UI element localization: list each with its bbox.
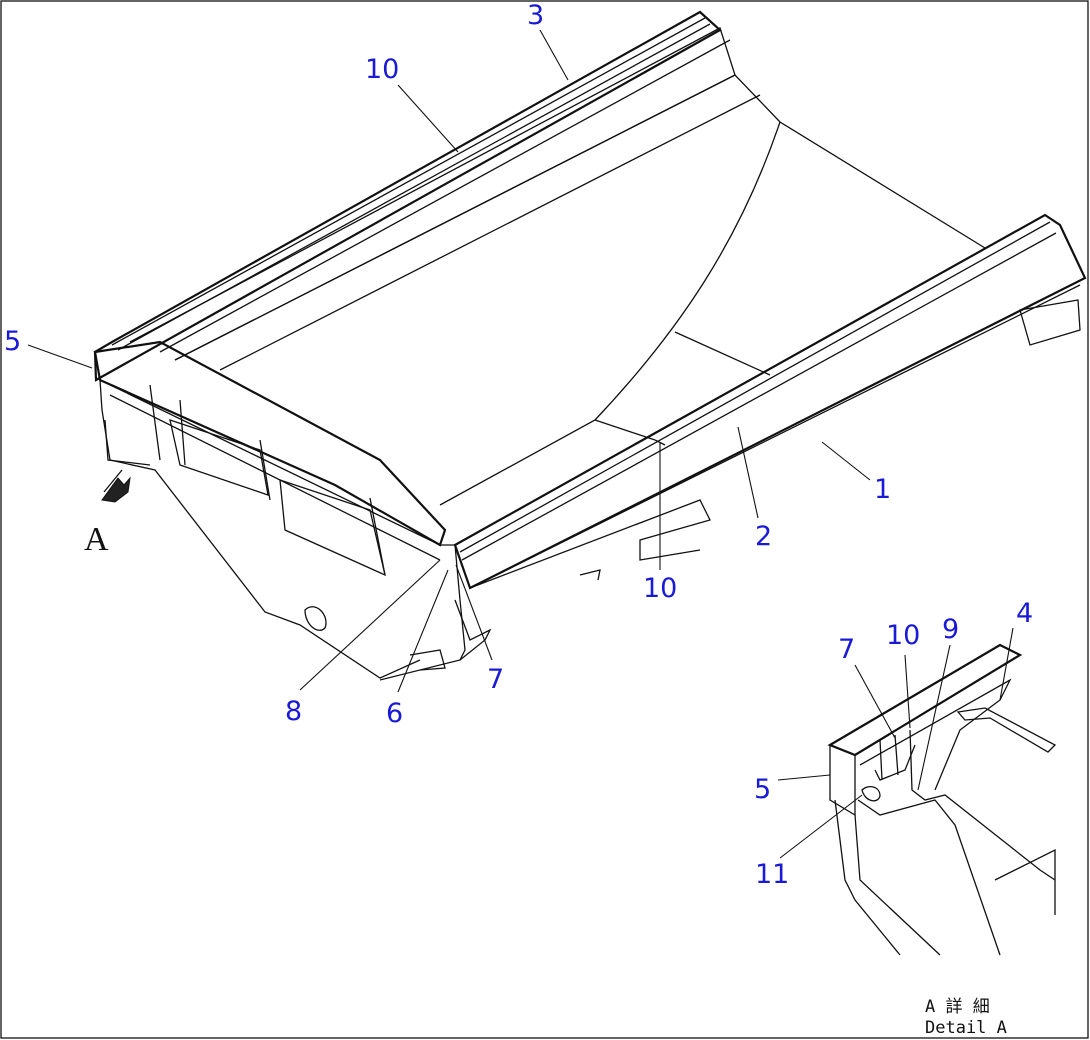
callout-1: 1 — [874, 474, 891, 505]
callout-5-main: 5 — [4, 326, 21, 357]
front-top-plate — [93, 340, 447, 547]
callout-11: 11 — [755, 859, 789, 890]
detail-caption-en: Detail A — [925, 1018, 1007, 1038]
callout-5-detail: 5 — [754, 774, 771, 805]
callout-4: 4 — [1016, 598, 1033, 629]
leader-lines — [27, 29, 1014, 859]
callout-10-top: 10 — [365, 54, 399, 85]
view-arrow — [101, 469, 131, 503]
view-a-label: A — [84, 521, 109, 558]
callout-8: 8 — [285, 696, 302, 727]
callout-10-bottom: 10 — [643, 573, 677, 604]
detail-caption-ja: A 詳 細 — [925, 997, 990, 1017]
dump-body — [93, 10, 1087, 681]
callout-10-detail: 10 — [886, 620, 920, 651]
callout-2: 2 — [755, 521, 772, 552]
body-floor-edge — [174, 74, 986, 361]
callout-7-main: 7 — [487, 664, 504, 695]
callout-9: 9 — [942, 614, 959, 645]
detail-a-inset — [827, 643, 1057, 956]
left-rail — [93, 10, 722, 382]
right-rail — [453, 213, 1087, 590]
callout-6: 6 — [386, 698, 403, 729]
callout-7-detail: 7 — [838, 634, 855, 665]
callout-3: 3 — [527, 0, 544, 31]
